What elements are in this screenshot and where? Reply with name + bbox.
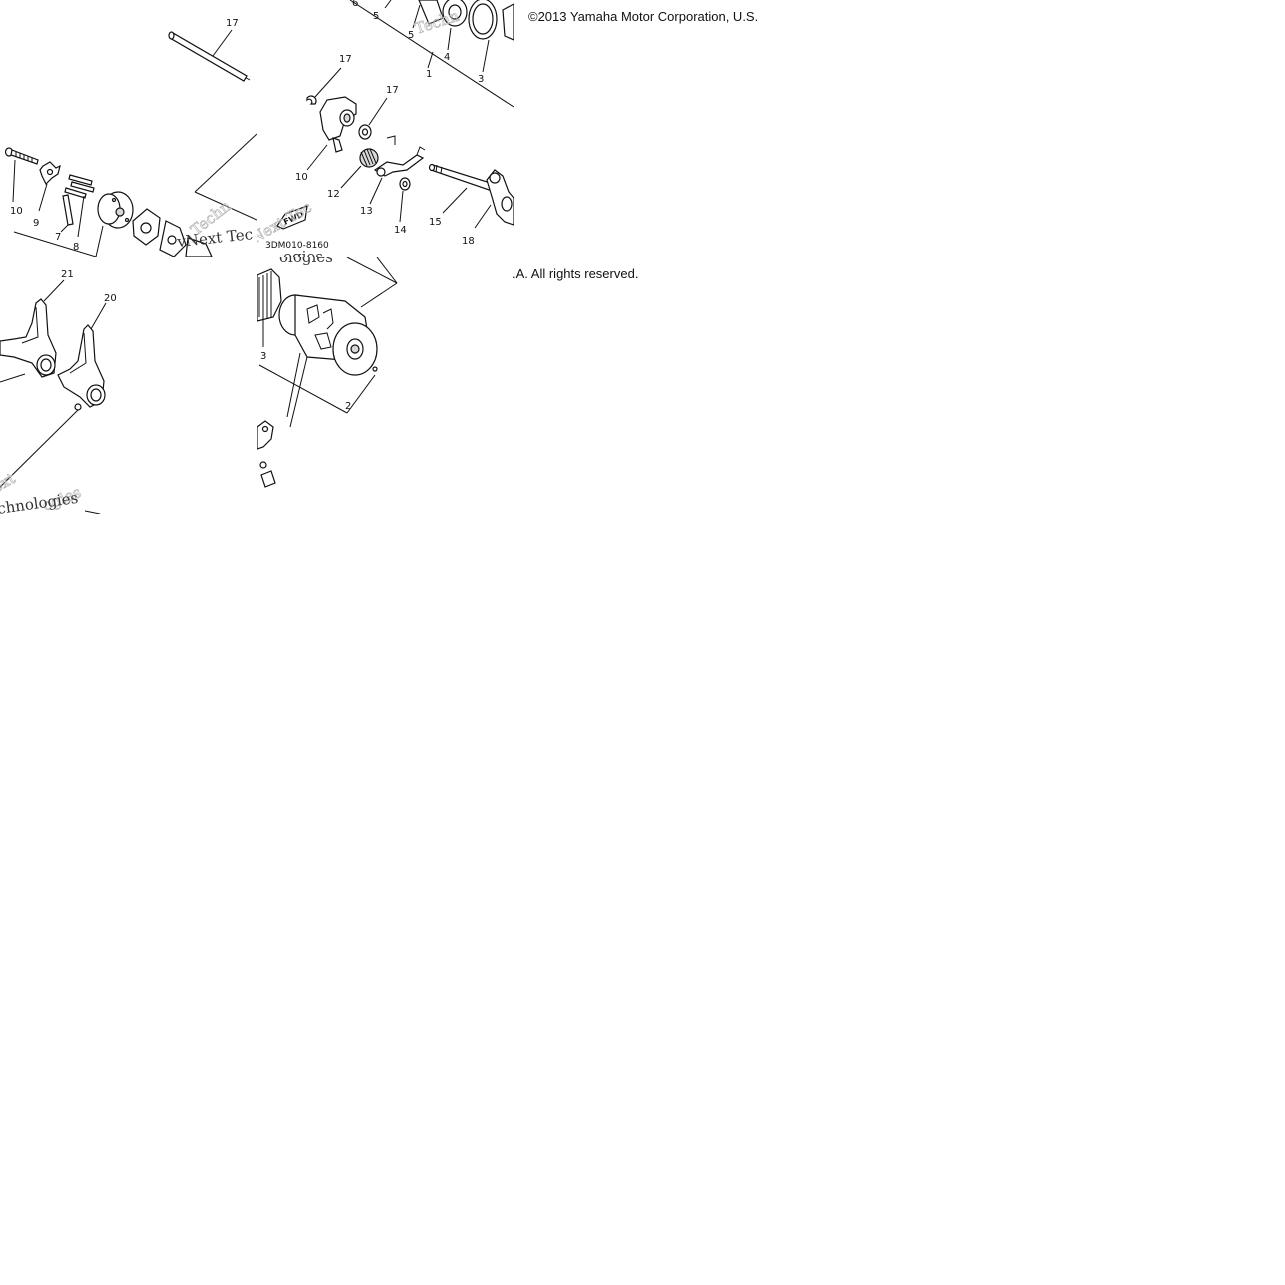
part-17b-circlip: [358, 97, 388, 140]
part-12-shift-arm: [306, 96, 357, 171]
callout-3: 3: [260, 351, 266, 362]
fwd-arrow-icon: FWD: [276, 205, 308, 230]
callout-17b: 17: [386, 85, 399, 96]
callout-16: 15: [429, 217, 442, 228]
callout-15: 14: [394, 225, 407, 236]
part-16-shift-shaft: [428, 163, 498, 214]
callout-12: 10: [295, 172, 308, 183]
part-4-oil-seal: [468, 0, 514, 41]
part-13-spring: [340, 148, 379, 189]
callout-6: 5: [408, 30, 414, 41]
callout-21: 21: [61, 269, 74, 280]
part-10-segment: [38, 161, 61, 212]
copyright-line-1: ©2013 Yamaha Motor Corporation, U.S.: [528, 9, 759, 24]
part-stopper-lever: [257, 420, 276, 488]
drawing-code: 3DM010-8160: [265, 241, 329, 251]
diagram-tile-bottom-center: ologies 3 2: [257, 257, 514, 514]
part-21-shift-fork: [0, 298, 57, 383]
callout-10: 9: [33, 218, 39, 229]
part-15-circlip: [399, 177, 411, 223]
part-3-bearing: [257, 268, 282, 347]
part-7-drum-segment: [95, 191, 134, 257]
callout-1: 1: [426, 69, 432, 80]
copyright-line-2: .A. All rights reserved.: [512, 266, 639, 281]
part-2-shift-drum: [278, 294, 378, 428]
diagram-tile-top-center: 6 5 5 4 3 1 Techn 17: [257, 0, 514, 257]
diagram-tile-bottom-left: 21 20 ext ogies chnologies: [0, 257, 257, 514]
watermark-text-8: chnologies: [0, 489, 79, 514]
callout-11: 10: [10, 206, 23, 217]
part-20-shift-fork: [474, 169, 514, 229]
watermark-text-2: vNext Tec: [176, 225, 254, 251]
part-stopper-plate: [132, 208, 213, 257]
part-17-circlip: [306, 67, 342, 105]
callout-7: 6: [352, 0, 358, 9]
part-19-shift-fork: [57, 324, 106, 411]
watermark-text-5: ogies: [283, 248, 323, 257]
callout-4: 3: [478, 74, 484, 85]
part-14-spring-arm: [369, 146, 426, 205]
watermark-text-9: ologies: [279, 257, 333, 266]
callout-17a: 17: [339, 54, 352, 65]
callout-18: 17: [226, 18, 239, 29]
diagram-tile-top-left: 17 10 9: [0, 0, 257, 257]
part-6-plate: [418, 0, 468, 27]
callout-8: 7: [55, 232, 61, 243]
callout-5a: 5: [373, 11, 379, 22]
callout-2: 2: [345, 401, 351, 412]
callout-9: 8: [73, 242, 79, 253]
watermark-text-6: ext: [0, 469, 18, 496]
callout-13: 12: [327, 189, 340, 200]
part-11-bolt: [4, 147, 39, 203]
callout-19: 20: [104, 293, 117, 304]
part-18-guide-bar: [168, 29, 251, 82]
part-8-pin: [60, 194, 74, 233]
callout-14: 13: [360, 206, 373, 217]
callout-20: 18: [462, 236, 475, 247]
part-9-pins: [64, 174, 95, 238]
callout-5b: 4: [444, 52, 450, 63]
